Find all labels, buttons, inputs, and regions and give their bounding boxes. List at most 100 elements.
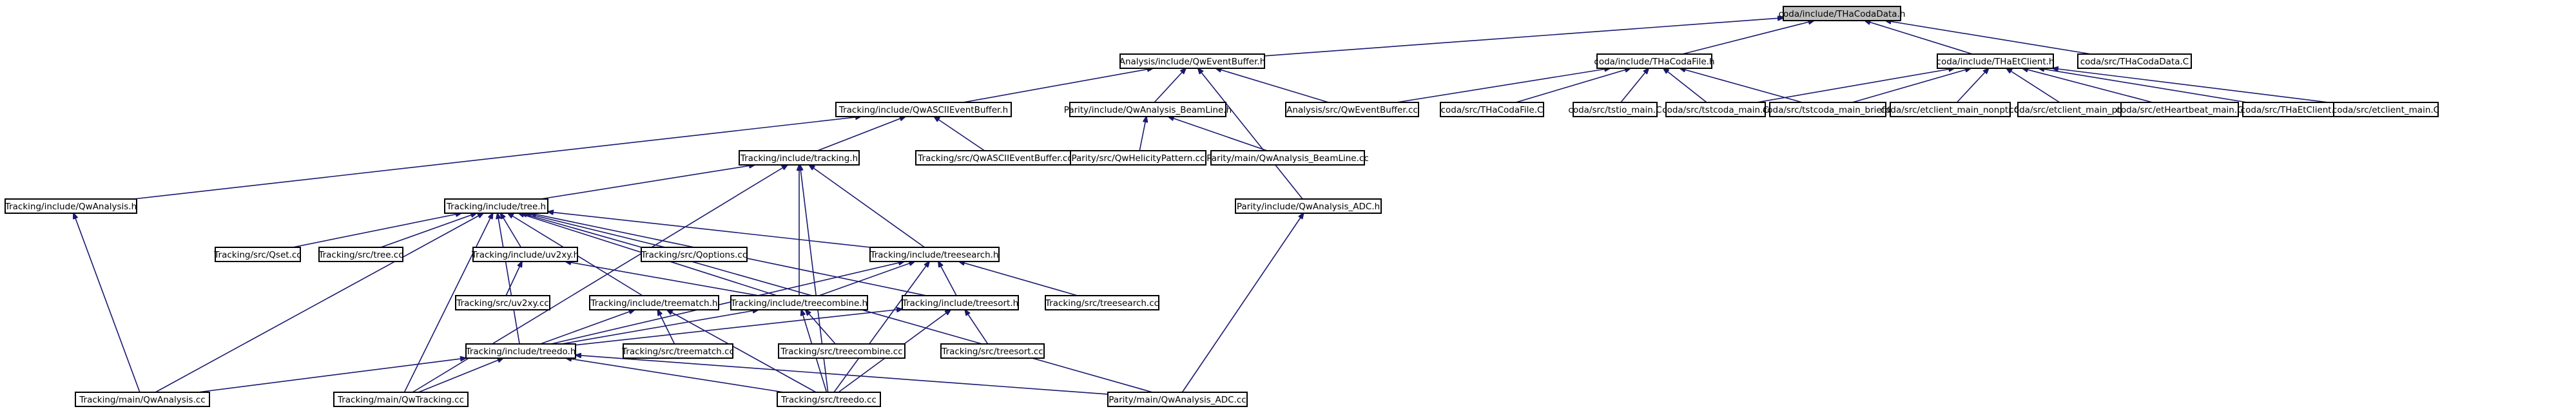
edge-treedo_h-to-tree_h — [498, 213, 520, 345]
edge-adc_cc-to-treedo_h — [576, 355, 1109, 395]
node-adc-cc[interactable]: Parity/main/QwAnalysis_ADC.cc — [1107, 392, 1248, 407]
node-tstio-main[interactable]: coda/src/tstio_main.C — [1568, 102, 1662, 117]
node-label: Tracking/src/Qset.cc — [213, 250, 301, 260]
node-label: Parity/src/QwHelicityPattern.cc — [1072, 153, 1205, 164]
node-label: Tracking/src/treesearch.cc — [1045, 298, 1159, 309]
node-treematch-h[interactable]: Tracking/include/treematch.h — [589, 295, 719, 310]
node-label: coda/src/etclient_main_nonptr.C — [1881, 105, 2020, 115]
node-treesearch-cc[interactable]: Tracking/src/treesearch.cc — [1045, 295, 1159, 310]
edge-beamline_h-to-qweventbuffer_h — [1154, 68, 1186, 103]
node-tstcoda-brief[interactable]: coda/src/tstcoda_main_brief.C — [1763, 102, 1893, 117]
node-box — [1890, 102, 2011, 117]
node-box — [778, 343, 905, 359]
node-box — [1665, 102, 1766, 117]
node-qoptions-cc[interactable]: Tracking/src/Qoptions.cc — [641, 247, 748, 262]
node-treedo-h[interactable]: Tracking/include/treedo.h — [465, 343, 576, 359]
node-treecombine-h[interactable]: Tracking/include/treecombine.h — [730, 295, 868, 310]
node-label: Analysis/src/QwEventBuffer.cc — [1286, 105, 1418, 115]
node-box — [1596, 53, 1712, 69]
edge-qoptions_cc-to-tree_h — [525, 213, 666, 248]
node-box — [465, 343, 576, 359]
node-tracking-h[interactable]: Tracking/include/tracking.h — [739, 150, 860, 166]
node-tree-cc[interactable]: Tracking/src/tree.cc — [318, 247, 403, 262]
node-beamline-cc[interactable]: Parity/main/QwAnalysis_BeamLine.cc — [1206, 150, 1369, 166]
edge-tstcoda_main-to-thaetclient_h — [1756, 68, 1955, 103]
edge-treecombine_cc-to-treecombine_h — [806, 310, 836, 345]
node-qweventbuffer-cc[interactable]: Analysis/src/QwEventBuffer.cc — [1285, 102, 1419, 117]
node-label: coda/include/THaCodaFile.h — [1594, 57, 1714, 67]
node-label: Tracking/include/treedo.h — [465, 347, 576, 357]
node-etclient-main[interactable]: coda/src/etclient_main.C — [2332, 102, 2439, 117]
node-etheartbeat[interactable]: coda/src/etHeartbeat_main.C — [2116, 102, 2243, 117]
node-thaetclient-h[interactable]: coda/include/THaEtClient.h — [1937, 53, 2055, 69]
node-box — [1107, 392, 1248, 407]
edge-qwtracking_cc-to-tree_h — [403, 213, 492, 393]
node-qwanalysis-h[interactable]: Tracking/include/QwAnalysis.h — [5, 198, 137, 214]
node-treedo-cc[interactable]: Tracking/src/treedo.cc — [777, 392, 881, 407]
edge-treesort_h-to-treesearch_h — [938, 262, 957, 296]
node-box — [1769, 102, 1886, 117]
node-treesort-h[interactable]: Tracking/include/treesort.h — [902, 295, 1019, 310]
node-thacodadata-c[interactable]: coda/src/THaCodaData.C — [2077, 53, 2192, 69]
node-adc-h[interactable]: Parity/include/QwAnalysis_ADC.h — [1235, 198, 1382, 214]
node-beamline-h[interactable]: Parity/include/QwAnalysis_BeamLine.h — [1064, 102, 1232, 117]
edge-tstio_main-to-thacodafile_h — [1620, 68, 1649, 103]
edge-treesort_cc-to-treesort_h — [965, 310, 989, 345]
node-box — [869, 247, 1000, 262]
node-etclient-nonptr[interactable]: coda/src/etclient_main_nonptr.C — [1881, 102, 2020, 117]
node-box — [1440, 102, 1544, 117]
node-box — [623, 343, 733, 359]
dependency-edges — [73, 18, 2334, 395]
edge-tree_cc-to-tree_h — [380, 213, 476, 248]
node-box — [1285, 102, 1419, 117]
node-label: Tracking/include/tracking.h — [740, 153, 858, 164]
node-thaetclient-c[interactable]: coda/src/THaEtClient.C — [2241, 102, 2341, 117]
node-box — [215, 247, 301, 262]
edge-qwanalysis_h-to-qwascii_h — [133, 117, 861, 200]
node-box — [1045, 295, 1159, 310]
node-treesearch-h[interactable]: Tracking/include/treesearch.h — [869, 247, 1000, 262]
node-thacodafile-c[interactable]: coda/src/THaCodaFile.C — [1440, 102, 1544, 117]
edge-tstcoda_brief-to-thaetclient_h — [1852, 68, 1971, 103]
node-thacodafile-h[interactable]: coda/include/THaCodaFile.h — [1594, 53, 1715, 69]
node-qwascii-cc[interactable]: Tracking/src/QwASCIIEventBuffer.cc — [915, 150, 1075, 166]
node-uv2xy-h[interactable]: Tracking/include/uv2xy.h — [471, 247, 579, 262]
edge-tree_h-to-tracking_h — [540, 165, 755, 200]
node-tstcoda-main[interactable]: coda/src/tstcoda_main.C — [1662, 102, 1769, 117]
node-box — [455, 295, 550, 310]
node-qweventbuffer-h[interactable]: Analysis/include/QwEventBuffer.h — [1119, 53, 1266, 69]
node-qset-cc[interactable]: Tracking/src/Qset.cc — [213, 247, 302, 262]
edge-treedo_h-to-treematch_h — [540, 310, 634, 345]
node-qwascii-h[interactable]: Tracking/include/QwASCIIEventBuffer.h — [835, 102, 1012, 117]
edge-etclient_nonptr-to-thaetclient_h — [1956, 68, 1988, 103]
node-box — [1937, 53, 2054, 69]
node-treecombine-cc[interactable]: Tracking/src/treecombine.cc — [778, 343, 905, 359]
node-qwanalysis-cc[interactable]: Tracking/main/QwAnalysis.cc — [75, 392, 210, 407]
node-etclient-ptr[interactable]: coda/src/etclient_main_ptr.C — [2009, 102, 2133, 117]
edge-treesearch_h-to-tracking_h — [809, 165, 925, 248]
node-tree-h[interactable]: Tracking/include/tree.h — [444, 198, 548, 214]
node-box — [333, 392, 469, 407]
node-box — [5, 198, 137, 214]
edge-treedo_cc-to-treedo_h — [566, 358, 784, 393]
node-label: coda/src/THaCodaData.C — [2080, 57, 2189, 67]
node-label: Tracking/include/treesearch.h — [869, 250, 998, 260]
node-uv2xy-cc[interactable]: Tracking/src/uv2xy.cc — [455, 295, 550, 310]
edge-adc_h-to-qweventbuffer_h — [1198, 68, 1303, 200]
node-box — [1119, 53, 1265, 69]
node-label: coda/include/THaCodaData.h — [1779, 9, 1906, 19]
edge-qwanalysis_cc-to-qwanalysis_h — [73, 213, 140, 393]
node-label: Tracking/include/treesort.h — [902, 298, 1018, 309]
node-label: Tracking/src/treesort.cc — [941, 347, 1043, 357]
edge-etclient_main-to-thaetclient_h — [2053, 68, 2334, 104]
node-qwtracking-cc[interactable]: Tracking/main/QwTracking.cc — [333, 392, 469, 407]
node-label: Tracking/src/QwASCIIEventBuffer.cc — [917, 153, 1072, 164]
node-treesort-cc[interactable]: Tracking/src/treesort.cc — [940, 343, 1045, 359]
edge-treecombine_h-to-treesearch_h — [818, 262, 915, 296]
node-treematch-cc[interactable]: Tracking/src/treematch.cc — [621, 343, 734, 359]
edge-thacodafile_h-to-root — [1682, 21, 1814, 55]
node-box — [1069, 102, 1226, 117]
node-helicity-cc[interactable]: Parity/src/QwHelicityPattern.cc — [1070, 150, 1206, 166]
node-label: coda/src/tstio_main.C — [1568, 105, 1661, 115]
